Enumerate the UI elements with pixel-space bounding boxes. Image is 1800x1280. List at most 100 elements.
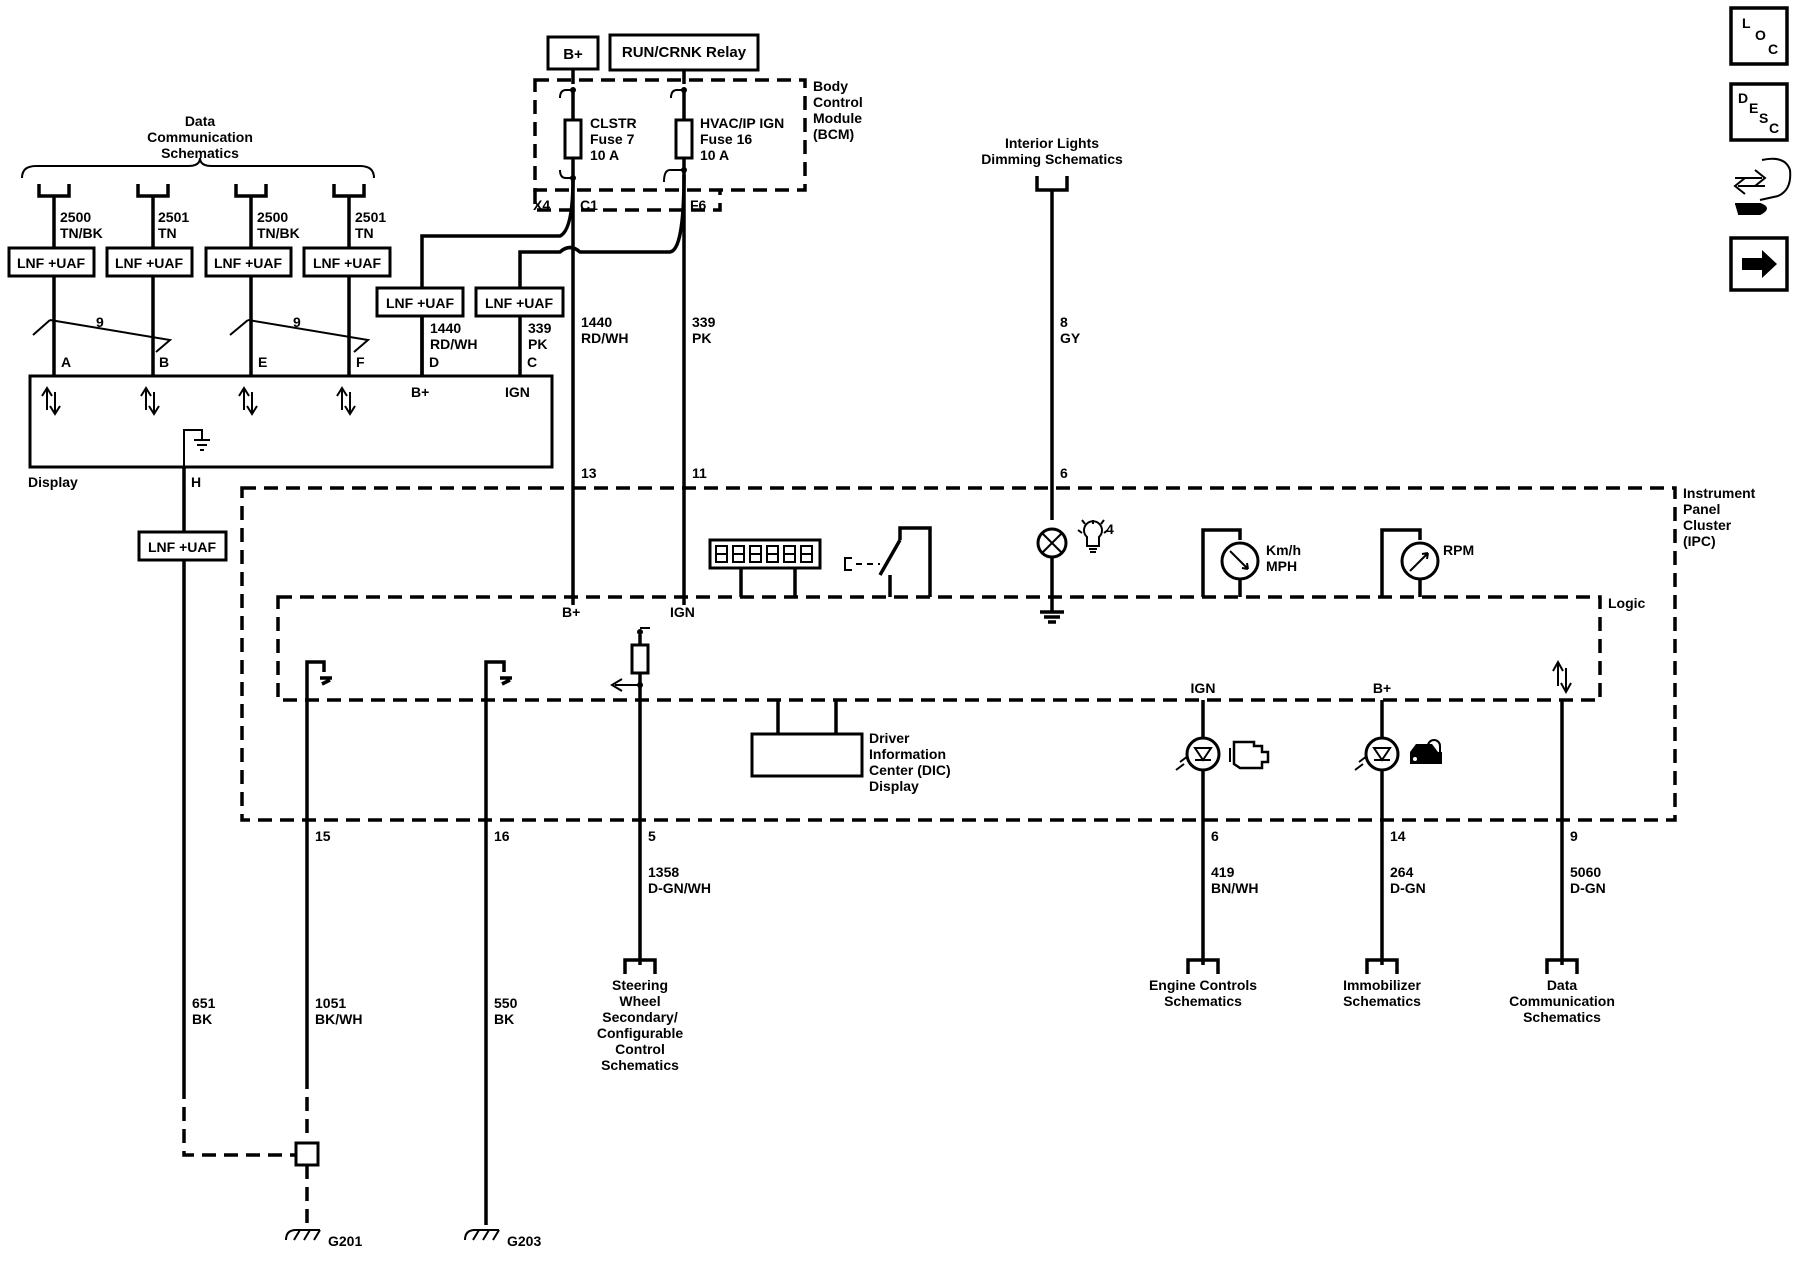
bottom-wires: 1358 D-GN/WH 419 BN/WH 264 D-GN 5060 D-G… (623, 820, 1606, 974)
svg-text:MPH: MPH (1266, 558, 1297, 574)
svg-text:BK/WH: BK/WH (315, 1011, 362, 1027)
svg-text:2501: 2501 (158, 209, 189, 225)
feed-b-circuit: 1440 (581, 314, 612, 330)
svg-text:C: C (527, 354, 537, 370)
svg-text:Steering: Steering (612, 977, 668, 993)
display-wire-d-circuit: 1440 (430, 320, 461, 336)
internal-switch-icon (844, 526, 932, 597)
connector-end-view-button[interactable] (1733, 157, 1792, 215)
ground-g203-icon: G203 (464, 1229, 541, 1249)
option-box-7: LNF +UAF (148, 539, 217, 555)
svg-text:H: H (191, 474, 201, 490)
fuse-hvac-name: HVAC/IP IGN (700, 115, 784, 131)
svg-text:6: 6 (1060, 465, 1068, 481)
svg-text:Dimming Schematics: Dimming Schematics (981, 151, 1123, 167)
description-button[interactable]: D E S C (1729, 82, 1789, 142)
bcm-module: Body Control Module (BCM) (533, 78, 863, 212)
relay-label: RUN/CRNK Relay (622, 44, 747, 61)
svg-text:O: O (1755, 27, 1766, 43)
svg-text:Communication: Communication (147, 129, 253, 145)
ipc-bottom-pins: 15 16 5 6 14 9 (315, 828, 1578, 844)
top-connectors (37, 184, 366, 248)
svg-text:Data: Data (1547, 977, 1578, 993)
svg-text:A: A (61, 354, 71, 370)
svg-text:Schematics: Schematics (1343, 993, 1421, 1009)
interior-bulb-icon: 4 (1036, 519, 1114, 624)
option-box-2: LNF +UAF (115, 255, 184, 271)
b-plus-label: B+ (563, 46, 583, 63)
svg-text:16: 16 (494, 828, 510, 844)
bcm-label-3: Module (813, 110, 862, 126)
display-ign-pin: IGN (505, 384, 530, 400)
svg-text:Instrument: Instrument (1683, 485, 1756, 501)
option-box-1: LNF +UAF (17, 255, 86, 271)
svg-text:D: D (429, 354, 439, 370)
ipc-ign-input: IGN (670, 604, 695, 620)
svg-text:651: 651 (192, 995, 216, 1011)
svg-text:L: L (1742, 15, 1751, 31)
svg-text:BN/WH: BN/WH (1211, 880, 1258, 896)
fuse-clstr-rating: 10 A (590, 147, 619, 163)
display-wire-c-color: PK (528, 336, 547, 352)
top-wire-labels: 2500 TN/BK 2501 TN 2500 TN/BK 2501 TN (60, 209, 386, 241)
svg-text:(IPC): (IPC) (1683, 533, 1716, 549)
data-comm-top-label: Data Communication Schematics (21, 113, 375, 179)
svg-text:Communication: Communication (1509, 993, 1615, 1009)
fuse-hvac-rating: 10 A (700, 147, 729, 163)
svg-text:Schematics: Schematics (1164, 993, 1242, 1009)
svg-text:TN: TN (355, 225, 374, 241)
svg-text:Schematics: Schematics (161, 145, 239, 161)
svg-text:GY: GY (1060, 330, 1081, 346)
svg-text:5060: 5060 (1570, 864, 1601, 880)
svg-text:Center (DIC): Center (DIC) (869, 762, 951, 778)
svg-text:Engine Controls: Engine Controls (1149, 977, 1257, 993)
location-button[interactable]: L O C (1729, 6, 1789, 66)
svg-text:D-GN: D-GN (1390, 880, 1426, 896)
svg-text:1051: 1051 (315, 995, 346, 1011)
svg-text:Panel: Panel (1683, 501, 1720, 517)
option-boxes: LNF +UAF LNF +UAF LNF +UAF LNF +UAF LNF … (7, 246, 565, 562)
svg-text:13: 13 (581, 465, 597, 481)
arrow-right-icon (1742, 250, 1777, 278)
svg-text:TN: TN (158, 225, 177, 241)
display-pin-letters: A B E F D C H (61, 354, 537, 490)
svg-text:Driver: Driver (869, 730, 910, 746)
svg-text:F: F (356, 354, 365, 370)
dest-steering: Steering Wheel Secondary/ Configurable C… (597, 977, 684, 1073)
speedometer-gauge: Km/h MPH (1201, 528, 1301, 597)
svg-text:Data: Data (185, 113, 216, 129)
ipc-data-comm (1552, 659, 1572, 965)
ipc-module: Instrument Panel Cluster (IPC) (240, 485, 1756, 822)
fuse-hvac-number: Fuse 16 (700, 131, 752, 147)
svg-text:Immobilizer: Immobilizer (1343, 977, 1421, 993)
feed-ign-circuit: 339 (692, 314, 716, 330)
svg-text:E: E (1749, 100, 1758, 116)
immobilizer-indicator: B+ (1354, 680, 1442, 965)
svg-text:TN/BK: TN/BK (60, 225, 103, 241)
display-label: Display (28, 474, 78, 490)
svg-text:C: C (1768, 41, 1778, 57)
bcm-label-2: Control (813, 94, 863, 110)
svg-text:550: 550 (494, 995, 518, 1011)
svg-text:6: 6 (1211, 828, 1219, 844)
svg-text:Schematics: Schematics (601, 1057, 679, 1073)
svg-text:2500: 2500 (60, 209, 91, 225)
b-plus-ipc-label: B+ (1373, 680, 1391, 696)
twist-label-2: 9 (293, 314, 301, 330)
engine-icon (1229, 740, 1270, 770)
run-crnk-relay: RUN/CRNK Relay (608, 33, 760, 72)
fuse-clstr-number: Fuse 7 (590, 131, 635, 147)
svg-text:D-GN: D-GN (1570, 880, 1606, 896)
check-engine-indicator: IGN (1175, 680, 1270, 965)
display-wire-d-color: RD/WH (430, 336, 477, 352)
svg-text:264: 264 (1390, 864, 1414, 880)
steering-input-circuit (610, 627, 650, 820)
option-box-6: LNF +UAF (485, 295, 554, 311)
svg-text:Interior Lights: Interior Lights (1005, 135, 1099, 151)
svg-text:1358: 1358 (648, 864, 679, 880)
dest-engine-controls: Engine Controls Schematics (1149, 977, 1257, 1009)
svg-text:Secondary/: Secondary/ (602, 1009, 678, 1025)
next-page-button[interactable] (1729, 236, 1789, 292)
svg-text:5: 5 (648, 828, 656, 844)
option-box-3: LNF +UAF (214, 255, 283, 271)
